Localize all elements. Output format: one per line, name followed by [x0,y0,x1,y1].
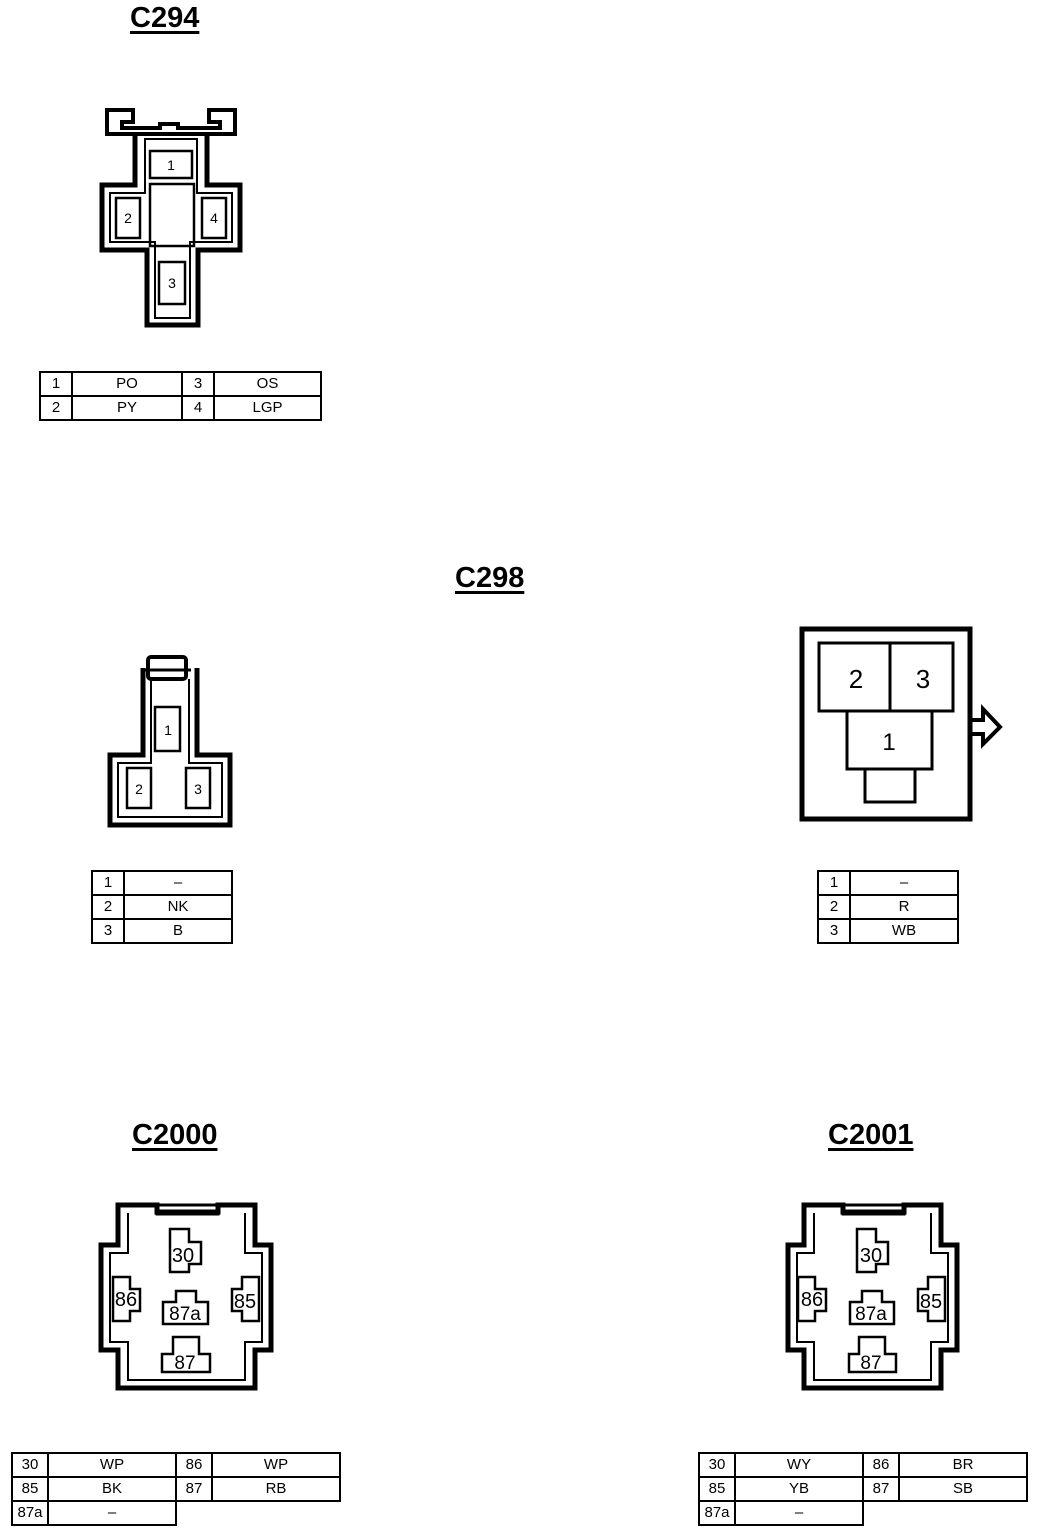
table-row: 1 – [817,870,959,896]
table-row: 1 – [91,870,233,896]
c2000-face-pin-85: 85 [234,1291,256,1313]
wire-color: PY [71,395,183,421]
table-row: 3 B [91,918,233,944]
table-row: 3 WB [817,918,959,944]
c298-left-face-pin-1: 1 [164,722,172,738]
c298-right-face-pin-3: 3 [916,664,930,694]
table-row: 87a – [698,1500,1027,1526]
c2000-pin-table: 30 WP 86 WP 85 BK 87 RB 87a – [11,1452,341,1526]
c294-face-pin-2: 2 [124,210,132,226]
wire-color: – [734,1500,864,1526]
wire-color: – [123,870,233,896]
pin-number: 86 [862,1452,900,1478]
c298-right-connector-face: 2 3 1 [799,626,1003,822]
pin-number: 3 [91,918,125,944]
c298-left-pin-table: 1 – 2 NK 3 B [91,870,233,944]
c2001-face-pin-87: 87 [860,1353,881,1374]
c2001-face-pin-86: 86 [801,1289,823,1311]
pin-number: 85 [698,1476,736,1502]
pin-number: 2 [817,894,851,920]
c294-title: C294 [130,2,200,34]
wire-color: WY [734,1452,864,1478]
c298-left-face-pin-3: 3 [194,781,202,797]
c2000-face-pin-86: 86 [115,1289,137,1311]
wire-color: – [849,870,959,896]
wire-color: WP [211,1452,341,1478]
wire-color: BK [47,1476,177,1502]
c2001-face-pin-30: 30 [860,1245,882,1267]
table-row: 87a – [11,1500,340,1526]
c298-title: C298 [455,562,525,594]
wire-color: YB [734,1476,864,1502]
pin-number: 3 [181,371,215,397]
table-row: 30 WP 86 WP [11,1452,341,1478]
wire-color: WB [849,918,959,944]
wire-color: OS [213,371,322,397]
table-row: 2 PY 4 LGP [39,395,322,421]
c2000-face-pin-87: 87 [174,1353,195,1374]
c298-left-face-pin-2: 2 [135,781,143,797]
pin-number: 87 [862,1476,900,1502]
pin-number: 85 [11,1476,49,1502]
c298-right-face-pin-2: 2 [849,664,863,694]
pin-number: 1 [91,870,125,896]
pin-number: 1 [39,371,73,397]
wire-color: PO [71,371,183,397]
pin-number: 87a [11,1500,49,1526]
c2001-pin-table: 30 WY 86 BR 85 YB 87 SB 87a – [698,1452,1028,1526]
c298-right-pin-table: 1 – 2 R 3 WB [817,870,959,944]
table-row: 30 WY 86 BR [698,1452,1028,1478]
table-row: 85 BK 87 RB [11,1476,341,1502]
c2001-connector-face: 30 86 85 87a 87 [785,1202,960,1391]
pin-number: 1 [817,870,851,896]
pin-number: 30 [11,1452,49,1478]
c294-face-pin-1: 1 [167,157,175,173]
pin-number: 87 [175,1476,213,1502]
wire-color: B [123,918,233,944]
pin-number: 4 [181,395,215,421]
c2001-face-pin-85: 85 [920,1291,942,1313]
wire-color: WP [47,1452,177,1478]
c298-left-connector-face: 1 2 3 [107,655,233,828]
pin-number: 87a [698,1500,736,1526]
table-row: 2 NK [91,894,233,920]
wire-color: SB [898,1476,1028,1502]
arrow-right-icon [970,703,1003,749]
c298-right-face-pin-1: 1 [882,729,895,756]
c294-connector-face: 1 2 4 3 [99,108,243,328]
pin-number: 30 [698,1452,736,1478]
c2000-connector-face: 30 86 85 87a 87 [98,1202,274,1391]
c294-face-pin-4: 4 [210,210,218,226]
wire-color: NK [123,894,233,920]
table-row: 85 YB 87 SB [698,1476,1028,1502]
c2000-face-pin-87a: 87a [169,1304,201,1325]
pin-number: 2 [91,894,125,920]
wire-color: RB [211,1476,341,1502]
c2000-face-pin-30: 30 [172,1245,194,1267]
wire-color: – [47,1500,177,1526]
wire-color: R [849,894,959,920]
c2001-title: C2001 [828,1119,914,1151]
pin-number: 86 [175,1452,213,1478]
c2000-title: C2000 [132,1119,218,1151]
wire-color: BR [898,1452,1028,1478]
table-row: 1 PO 3 OS [39,371,322,397]
c294-pin-table: 1 PO 3 OS 2 PY 4 LGP [39,371,322,421]
c2001-face-pin-87a: 87a [855,1304,887,1325]
wire-color: LGP [213,395,322,421]
table-row: 2 R [817,894,959,920]
c294-face-pin-3: 3 [168,275,176,291]
pin-number: 3 [817,918,851,944]
pin-number: 2 [39,395,73,421]
